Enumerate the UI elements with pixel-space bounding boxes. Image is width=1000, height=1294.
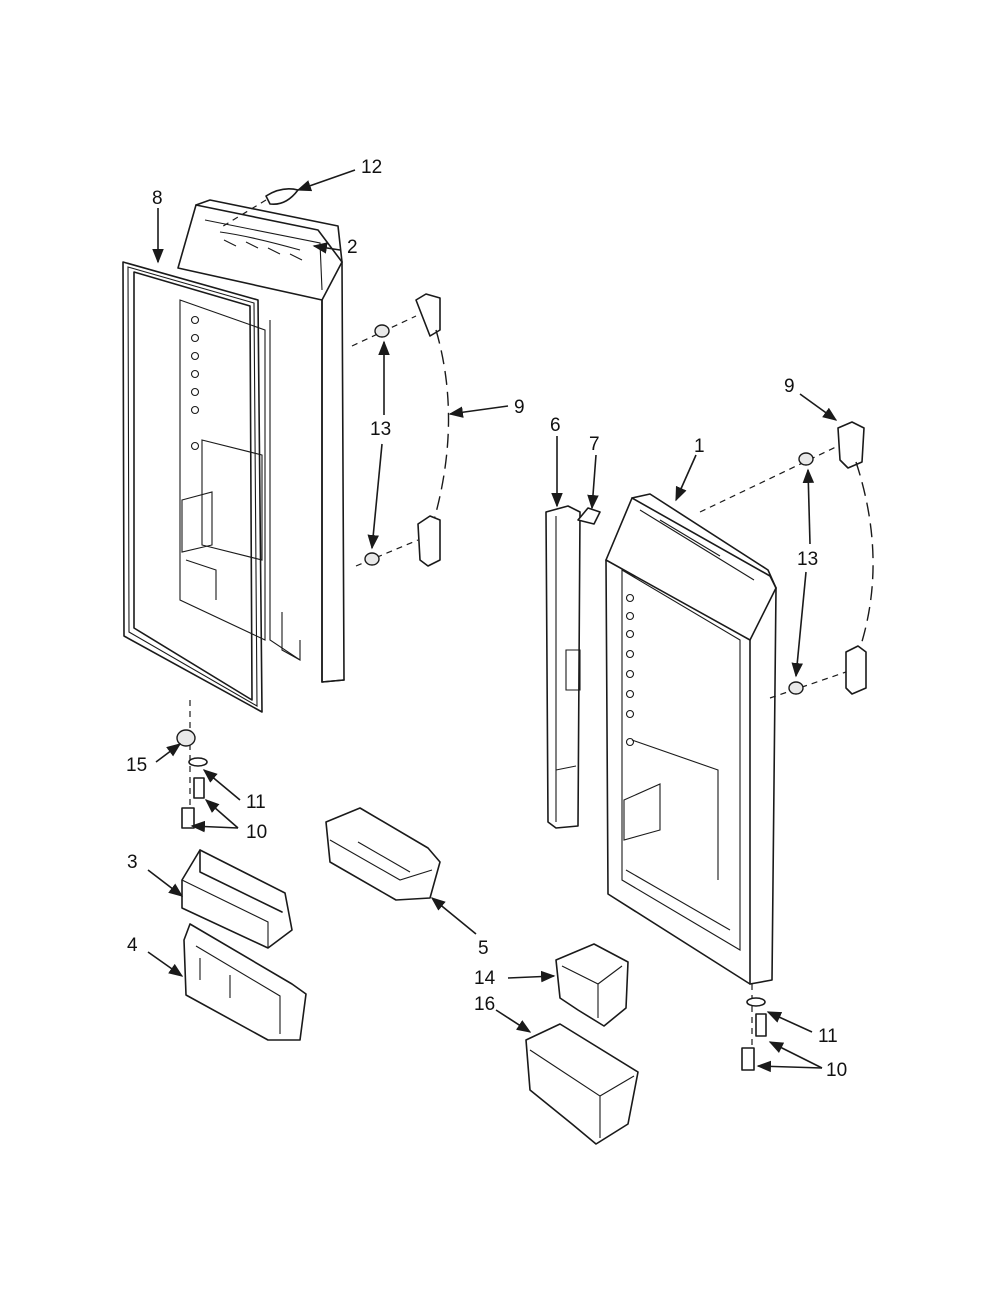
callout-10-left: 10 [246,822,267,843]
callout-12: 12 [361,157,382,178]
callout-9-right: 9 [784,376,795,397]
callout-1: 1 [694,436,705,457]
left-hinge-screws-13 [364,324,390,566]
callout-14: 14 [474,968,496,989]
callout-16: 16 [474,994,495,1015]
left-handle-part-9 [351,293,450,567]
callout-10-right: 10 [826,1060,847,1081]
ice-bin-part-16 [525,1023,639,1145]
callout-7: 7 [589,434,600,455]
callout-leaders [147,208,838,1073]
right-handle-part-9 [699,421,874,699]
left-hinge-hardware [176,700,208,829]
door-bin-part-4 [183,923,307,1041]
right-door-part-1 [605,493,777,985]
shim-part-12 [219,169,356,229]
callout-13-left: 13 [370,419,391,440]
callout-11-left: 11 [246,792,266,813]
callout-11-right: 11 [818,1026,838,1047]
callout-8: 8 [152,188,163,209]
ice-bin-part-14 [555,943,629,1027]
right-hinge-hardware [741,984,767,1071]
left-door-liner [179,299,266,641]
callout-15: 15 [126,755,147,776]
left-gasket-part-8 [122,261,263,713]
callout-9-left: 9 [514,397,525,418]
callout-labels: 12 8 2 9 13 6 7 1 9 13 15 11 10 3 4 5 14… [126,157,847,1081]
door-bin-part-5 [325,807,441,901]
door-bin-part-3 [181,849,293,949]
screw-part-7 [577,507,601,525]
callout-5: 5 [478,938,489,959]
callout-6: 6 [550,415,561,436]
callout-3: 3 [127,852,138,873]
mullion-bar-part-6 [545,505,581,829]
callout-13-right: 13 [797,549,818,570]
callout-4: 4 [127,935,138,956]
right-hinge-screws-13 [788,452,814,695]
callout-2: 2 [347,237,358,258]
